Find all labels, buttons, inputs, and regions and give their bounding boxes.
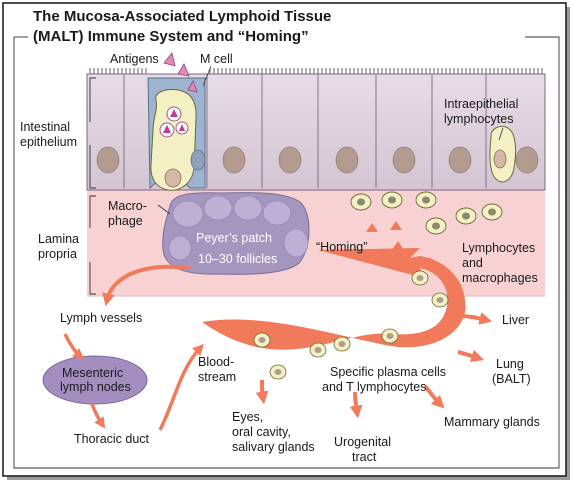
- intraepithelial-label: Intraepithelial: [444, 97, 518, 111]
- intestinal-label: Intestinal: [20, 120, 70, 134]
- epithelial-nucleus: [335, 146, 359, 174]
- bloodstream-label-1: Blood-: [198, 355, 234, 369]
- lymphocytes-label-1: Lymphocytes: [462, 241, 535, 255]
- macrophage-in-m-cell: [150, 89, 197, 191]
- inner-frame: [13, 36, 560, 469]
- homing-branch-arrows: [255, 312, 493, 419]
- arrow-to-mesenteric: [63, 333, 85, 360]
- plasma-label-1: Specific plasma cells: [330, 365, 446, 379]
- macrophage-label-2: phage: [108, 214, 143, 228]
- antigens-label: Antigens: [110, 52, 159, 66]
- homing-label: “Homing”: [316, 240, 367, 254]
- liver-label: Liver: [502, 313, 529, 327]
- eyes-label-2: oral cavity,: [232, 425, 291, 439]
- mesenteric-lymph-nodes: [42, 355, 148, 405]
- macrophage-label-1: Macro-: [108, 199, 147, 213]
- intraepithelial-lymphocyte-nucleus: [493, 149, 507, 169]
- m-cell-nucleus: [190, 149, 206, 171]
- peyers-patch-follicles: [168, 195, 309, 261]
- lung-label-2: (BALT): [492, 372, 531, 386]
- epithelial-nucleus: [515, 146, 539, 174]
- follicles-label: 10–30 follicles: [198, 252, 277, 266]
- circulation-loop: [202, 248, 466, 350]
- homing-arrowhead: [392, 241, 404, 250]
- urogenital-label-2: tract: [352, 450, 377, 464]
- antigen-triangles: [163, 52, 198, 93]
- arrow-to-thoracic-duct: [90, 403, 106, 429]
- propria-label: propria: [38, 247, 77, 261]
- m-cell-pointer: [202, 65, 212, 87]
- homing-arrowhead: [390, 221, 402, 230]
- circulating-lymphocyte-nucleus: [386, 333, 394, 339]
- epithelial-cells: [96, 74, 546, 188]
- engulfed-antigens: [159, 106, 189, 138]
- epithelial-nucleus: [392, 146, 416, 174]
- thoracic-duct-label: Thoracic duct: [74, 432, 150, 446]
- lung-label-1: Lung: [496, 357, 524, 371]
- lymphocyte-nucleus: [432, 222, 440, 230]
- plasma-label-2: and T lymphocytes: [322, 380, 426, 394]
- intraepithelial-pointer: [498, 127, 504, 141]
- homing-arrowhead: [366, 223, 378, 232]
- eyes-label-3: salivary glands: [232, 440, 315, 454]
- circulating-lymphocyte-nucleus: [274, 369, 282, 375]
- intraepithelial-lymphocytes-label: lymphocytes: [444, 112, 513, 126]
- lymphocyte-nucleus: [488, 208, 496, 216]
- arrow-to-bloodstream: [158, 343, 204, 431]
- peyers-patch-label: Peyer’s patch: [196, 231, 272, 245]
- title-line-1: The Mucosa-Associated Lymphoid Tissue: [33, 8, 331, 25]
- m-cell-label: M cell: [200, 52, 233, 66]
- mesenteric-label-1: Mesenteric: [62, 366, 123, 380]
- lymphocyte-nucleus: [422, 196, 430, 204]
- mammary-label: Mammary glands: [444, 415, 540, 429]
- circulating-lymphocyte-nucleus: [416, 275, 424, 281]
- epithelial-nucleus: [222, 146, 246, 174]
- circulating-cells: [253, 270, 449, 380]
- circulating-lymphocyte-nucleus: [314, 347, 322, 353]
- eyes-label-1: Eyes,: [232, 410, 263, 424]
- circulating-lymphocyte-nucleus: [258, 337, 266, 343]
- microvilli-border: [89, 68, 543, 74]
- lamina-label: Lamina: [38, 232, 79, 246]
- mesenteric-label-2: lymph nodes: [60, 380, 131, 394]
- lamina-propria-lymphocytes: [350, 191, 503, 286]
- epithelial-nucleus: [448, 146, 472, 174]
- urogenital-label-1: Urogenital: [334, 435, 391, 449]
- lymphocytes-label-2: and: [462, 256, 483, 270]
- lymphocytes-label-3: macrophages: [462, 271, 538, 285]
- macrophage-pointer: [157, 204, 171, 215]
- arrow-to-lymph-vessels: [102, 264, 191, 307]
- epithelium-label: epithelium: [20, 135, 77, 149]
- lymphocyte-nucleus: [462, 212, 470, 220]
- macrophage-nucleus: [164, 168, 182, 188]
- title-line-2: (MALT) Immune System and “Homing”: [33, 28, 309, 45]
- bloodstream-label-2: stream: [198, 370, 236, 384]
- epithelial-nucleus: [96, 146, 120, 174]
- lymphocyte-nucleus: [388, 196, 396, 204]
- circulating-lymphocyte-nucleus: [338, 341, 346, 347]
- epithelial-nucleus: [278, 146, 302, 174]
- region-brackets: [89, 77, 96, 295]
- lymphocyte-nucleus: [357, 198, 365, 206]
- circulating-lymphocyte-nucleus: [436, 297, 444, 303]
- lymph-vessels-label: Lymph vessels: [60, 311, 142, 325]
